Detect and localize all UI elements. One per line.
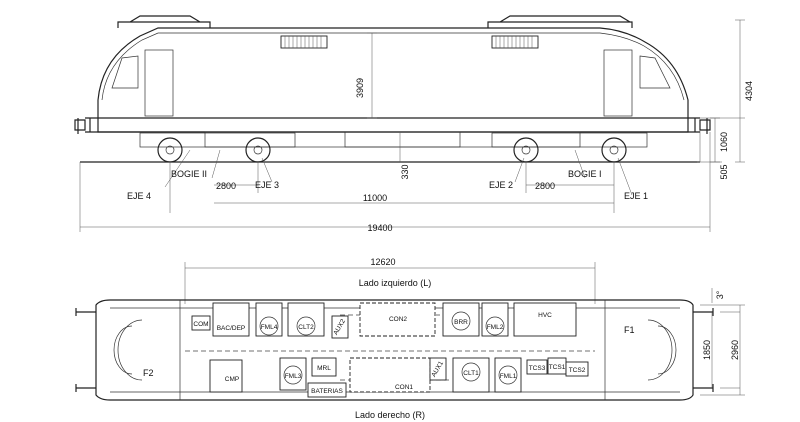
coupler-right-top bbox=[693, 308, 714, 316]
coupler-left-bottom bbox=[75, 384, 96, 392]
component-baterias bbox=[307, 382, 347, 398]
wheel-axle-3 bbox=[245, 137, 271, 163]
label-tcs1: TCS1 bbox=[549, 364, 566, 371]
dim-total-height: 4304 bbox=[744, 81, 754, 101]
component-con1 bbox=[349, 357, 431, 393]
roof-vent-right bbox=[491, 35, 539, 49]
component-hvc bbox=[513, 302, 577, 337]
component-mrl bbox=[311, 357, 337, 377]
component-cmp bbox=[209, 359, 243, 393]
dim-plan-length: 12620 bbox=[370, 257, 395, 267]
component-brr bbox=[442, 302, 480, 337]
label-brr: BRR bbox=[454, 319, 468, 326]
cab-window-right bbox=[639, 55, 671, 89]
label-clt1: CLT1 bbox=[463, 370, 479, 377]
component-aux1 bbox=[429, 357, 447, 381]
component-com bbox=[191, 315, 211, 331]
label-bogie-2: BOGIE II bbox=[171, 169, 207, 179]
label-hvc: HVC bbox=[538, 312, 552, 319]
label-clt2: CLT2 bbox=[298, 324, 314, 331]
label-con1: CON1 bbox=[395, 384, 413, 391]
side-view: 4304 3909 1060 505 330 2800 2800 11000 1… bbox=[74, 15, 754, 233]
label-axle-1: EJE 1 bbox=[624, 191, 648, 201]
component-bac-dep bbox=[212, 302, 250, 337]
pantograph-right bbox=[487, 15, 633, 28]
label-axle-2: EJE 2 bbox=[489, 180, 513, 190]
dim-inner-width: 1850 bbox=[702, 340, 712, 360]
label-fml2: FML2 bbox=[487, 324, 504, 331]
component-aux2 bbox=[331, 315, 349, 339]
bogie-1 bbox=[491, 132, 648, 163]
dim-bogie-wheelbase-right: 2800 bbox=[535, 181, 555, 191]
wheel-axle-1 bbox=[601, 137, 627, 163]
coupler-left-top bbox=[75, 308, 96, 316]
label-fml3: FML3 bbox=[285, 373, 302, 380]
cab-door-left bbox=[144, 49, 174, 117]
component-clt2 bbox=[287, 302, 325, 337]
dim-bogie-centers: 11000 bbox=[363, 193, 387, 203]
plan-outline bbox=[95, 299, 694, 401]
label-axle-4: EJE 4 bbox=[127, 191, 151, 201]
dim-buffer-height: 505 bbox=[719, 164, 729, 179]
label-cmp: CMP bbox=[225, 376, 239, 383]
bogie-2 bbox=[139, 132, 296, 163]
label-con2: CON2 bbox=[389, 316, 407, 323]
cab-seat-left bbox=[117, 319, 143, 381]
label-tcs2: TCS2 bbox=[569, 367, 586, 374]
dim-offset: 3° bbox=[715, 290, 725, 299]
underframe bbox=[85, 117, 700, 133]
label-mrl: MRL bbox=[317, 365, 331, 372]
dim-bogie-wheelbase-left: 2800 bbox=[216, 181, 236, 191]
coupler-right-bottom bbox=[693, 384, 714, 392]
dim-body-height: 3909 bbox=[355, 78, 365, 98]
buffer-right bbox=[699, 118, 711, 134]
component-con2 bbox=[359, 302, 436, 337]
dim-total-length: 19400 bbox=[367, 223, 392, 233]
component-tcs2 bbox=[565, 361, 589, 377]
component-clt1 bbox=[452, 357, 490, 393]
wheel-axle-4 bbox=[157, 137, 183, 163]
label-axle-3: EJE 3 bbox=[255, 180, 279, 190]
pantograph-left bbox=[117, 15, 211, 28]
component-tcs3 bbox=[526, 359, 548, 375]
label-fml1: FML1 bbox=[500, 373, 517, 380]
dim-outer-width: 2960 bbox=[730, 340, 740, 360]
label-com: COM bbox=[193, 321, 208, 328]
label-bogie-1: BOGIE I bbox=[568, 169, 602, 179]
dim-bogie-height: 1060 bbox=[719, 132, 729, 152]
cab-door-right bbox=[603, 49, 633, 117]
wheel-axle-2 bbox=[513, 137, 539, 163]
component-fml4 bbox=[255, 302, 283, 337]
loco-body-outline bbox=[97, 27, 689, 133]
label-cab-1: F1 bbox=[624, 325, 635, 335]
label-tcs3: TCS3 bbox=[529, 365, 546, 372]
component-fml2 bbox=[481, 302, 509, 337]
label-cab-2: F2 bbox=[143, 368, 154, 378]
dim-under-gap: 330 bbox=[400, 164, 410, 179]
cab-seat-right bbox=[647, 319, 673, 381]
buffer-left bbox=[74, 118, 86, 134]
cab-window-left bbox=[111, 55, 139, 89]
label-right-side: Lado derecho (R) bbox=[355, 410, 425, 420]
label-left-side: Lado izquierdo (L) bbox=[359, 278, 432, 288]
roof-vent-left bbox=[280, 35, 328, 49]
label-bac-dep: BAC/DEP bbox=[217, 325, 246, 332]
label-baterias: BATERIAS bbox=[311, 388, 343, 395]
plan-view: 12620 Lado izquierdo (L) F1 F2 COM BAC/D… bbox=[75, 257, 745, 420]
label-fml4: FML4 bbox=[261, 324, 278, 331]
